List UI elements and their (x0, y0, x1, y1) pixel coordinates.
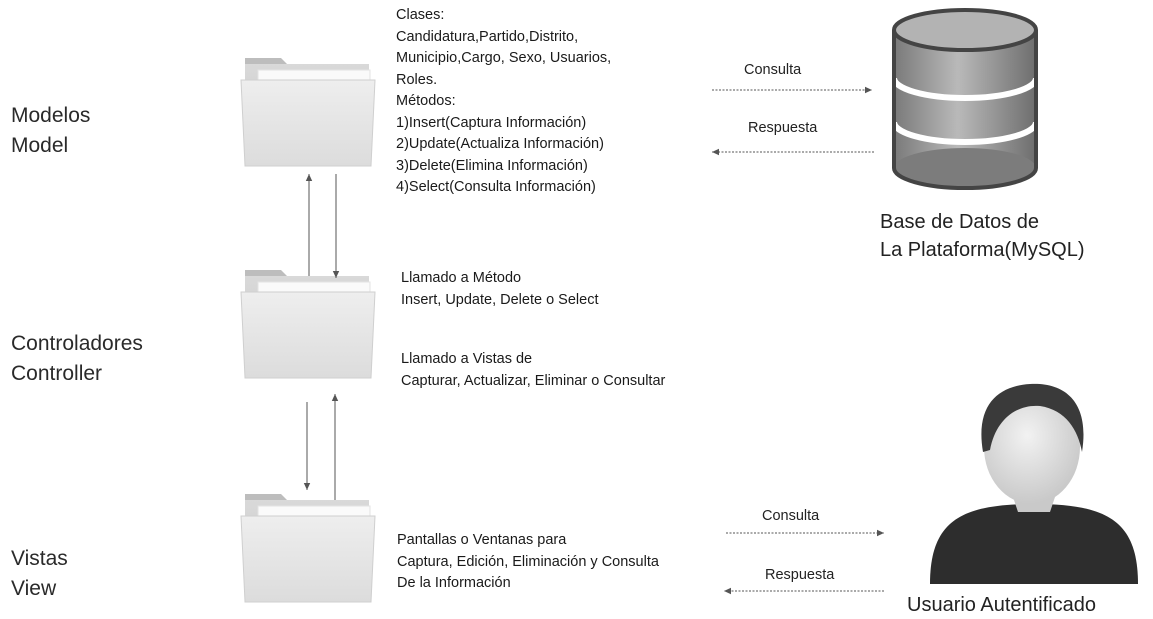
controller-label-en: Controller (11, 362, 103, 385)
model-label-en: Model (11, 134, 69, 157)
controller-view-call-text: Llamado a Vistas de Capturar, Actualizar… (401, 349, 665, 392)
view-text-line: Pantallas o Ventanas para (397, 532, 567, 548)
view-text-line: De la Información (397, 575, 511, 591)
database-caption-line: Base de Datos de (880, 211, 1039, 233)
view-call-line: Capturar, Actualizar, Eliminar o Consult… (401, 372, 666, 389)
view-label-es: Vistas (11, 547, 68, 570)
model-label-es: Modelos (11, 104, 91, 127)
model-layer-label: Modelos Model (11, 101, 90, 161)
model-folder-icon (240, 58, 376, 167)
model-text-line: Métodos: (396, 93, 456, 109)
controller-layer-label: Controladores Controller (11, 329, 143, 389)
user-avatar-icon (930, 383, 1138, 584)
database-caption-line: La Plataforma(MySQL) (880, 239, 1085, 261)
view-label-en: View (11, 577, 57, 600)
db-query-label: Consulta (744, 62, 802, 78)
controller-method-call-text: Llamado a Método Insert, Update, Delete … (401, 268, 598, 311)
model-text-line: 4)Select(Consulta Información) (396, 179, 596, 195)
model-text-line: Roles. (396, 71, 438, 88)
method-call-line: Insert, Update, Delete o Select (401, 291, 599, 308)
view-text-line: Captura, Edición, Eliminación y Consulta (397, 553, 659, 570)
view-folder-icon (240, 494, 376, 603)
user-query-label: Consulta (762, 508, 820, 524)
user-response-label: Respuesta (765, 567, 835, 583)
database-icon (891, 8, 1039, 190)
model-text-line: 2)Update(Actualiza Información) (396, 136, 604, 152)
model-text-line: 3)Delete(Elimina Información) (396, 157, 588, 174)
model-text-line: Candidatura,Partido,Distrito, (396, 28, 579, 45)
model-text-line: Clases: (396, 7, 445, 23)
model-text-line: Municipio,Cargo, Sexo, Usuarios, (396, 50, 612, 66)
view-description: Pantallas o Ventanas para Captura, Edici… (397, 530, 659, 595)
view-call-line: Llamado a Vistas de (401, 351, 533, 367)
user-caption: Usuario Autentificado (907, 594, 1097, 616)
view-layer-label: Vistas View (11, 544, 68, 604)
model-text-line: 1)Insert(Captura Información) (396, 114, 587, 131)
controller-folder-icon (240, 270, 376, 379)
database-caption: Base de Datos de La Plataforma(MySQL) (880, 208, 1085, 264)
method-call-line: Llamado a Método (401, 270, 522, 286)
controller-label-es: Controladores (11, 332, 143, 355)
model-description: Clases: Candidatura,Partido,Distrito, Mu… (396, 5, 611, 199)
db-response-label: Respuesta (748, 120, 818, 136)
